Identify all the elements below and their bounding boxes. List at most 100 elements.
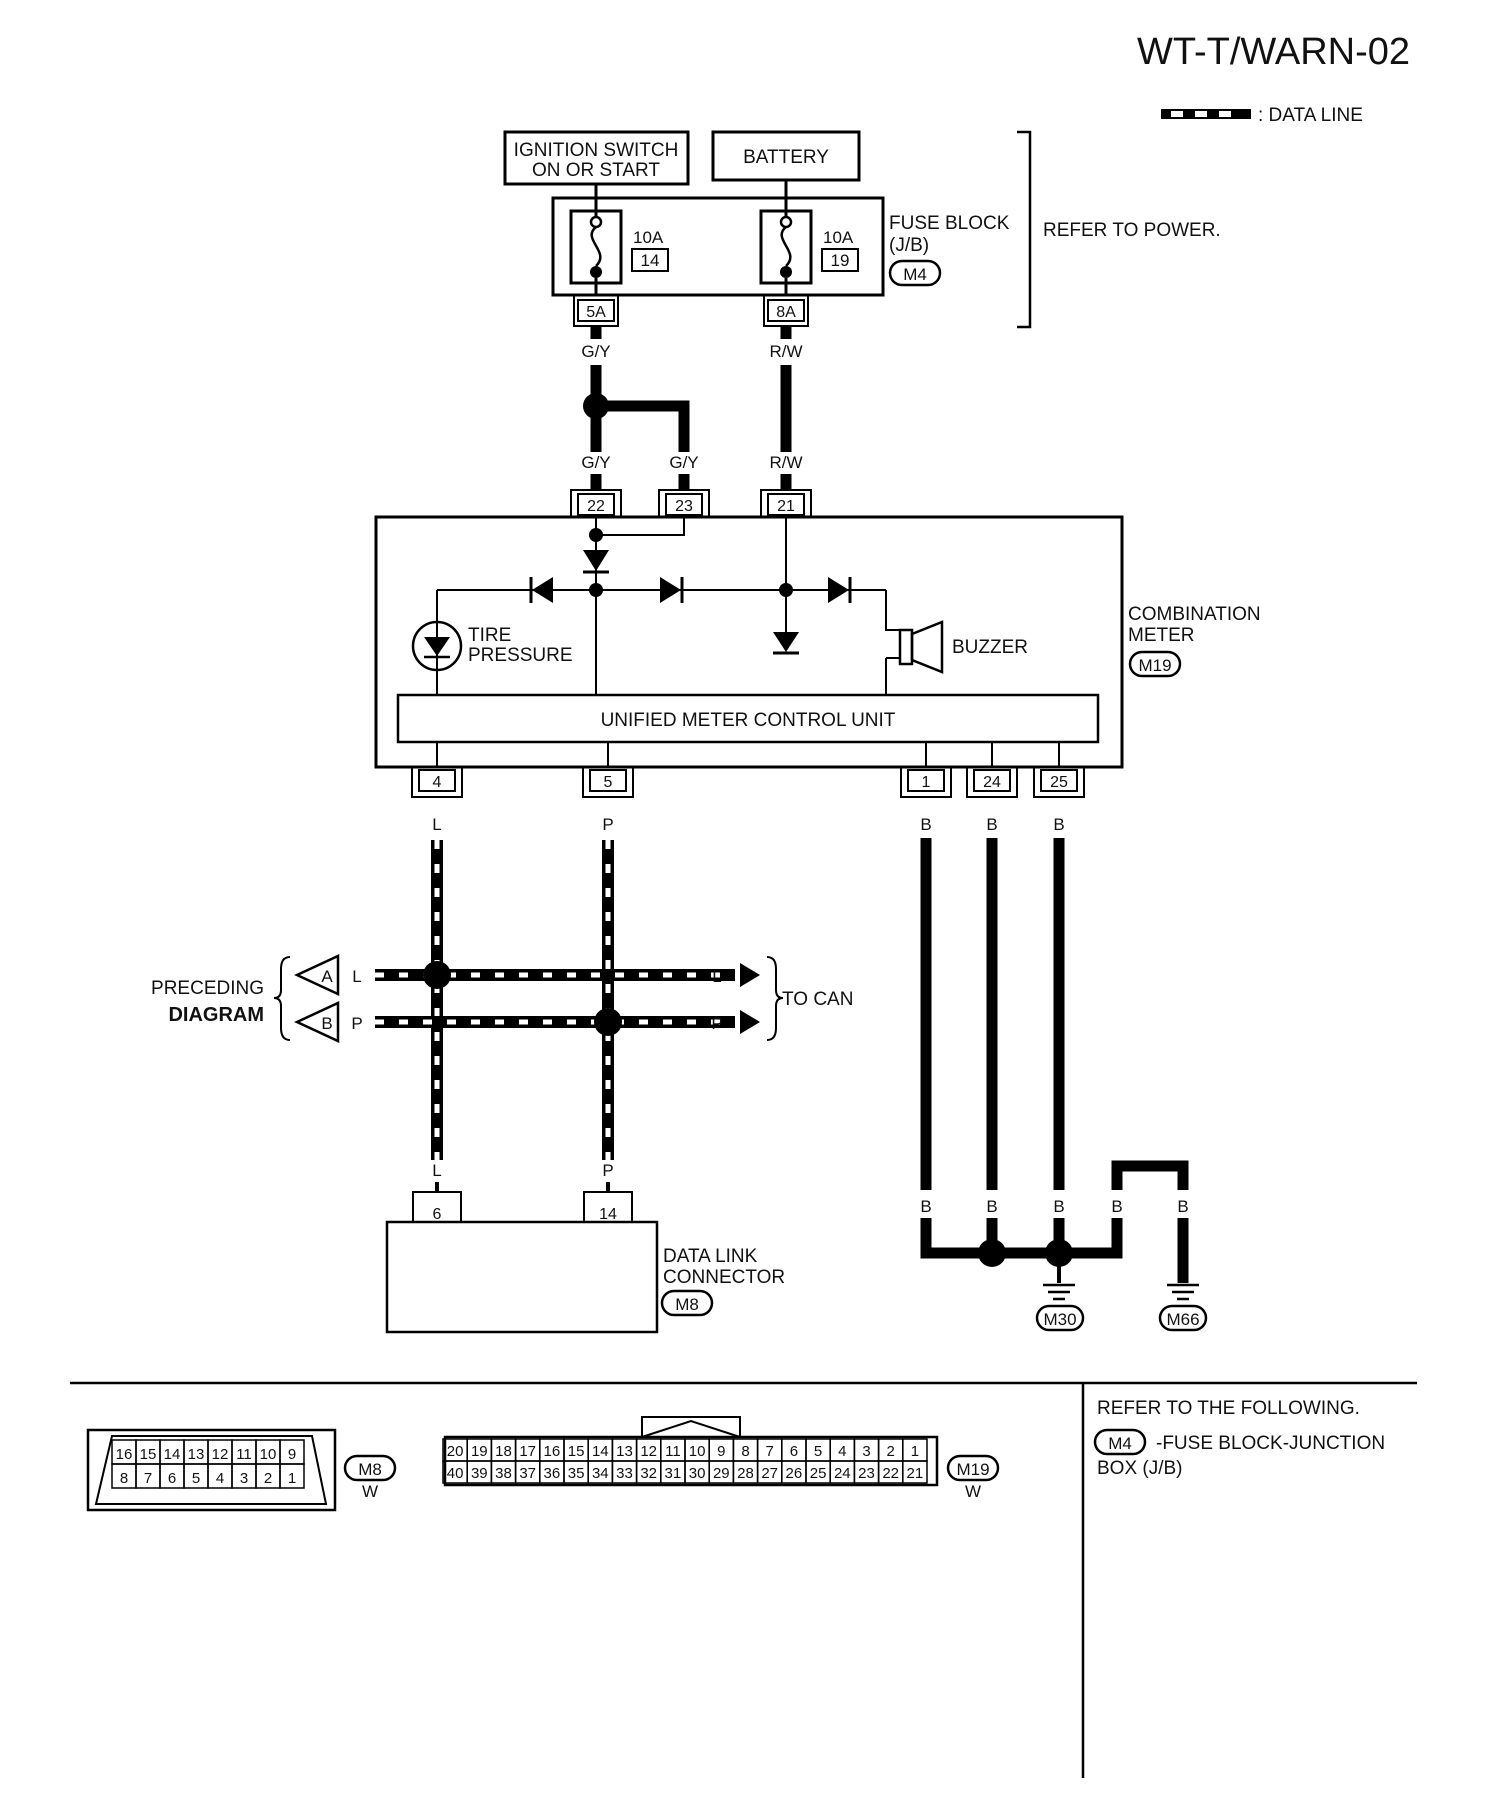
m19-pin-label: 30: [689, 1465, 706, 1482]
m19-pin-label: 18: [495, 1443, 512, 1460]
wire-b-ground-5: B: [1177, 1197, 1188, 1216]
m19-pin-label: 7: [766, 1443, 774, 1460]
m19-pin-label: 28: [737, 1465, 754, 1482]
fuse-14-number: 14: [641, 251, 660, 270]
m19-pin-label: 17: [519, 1443, 536, 1460]
reference-item: -FUSE BLOCK-JUNCTION: [1156, 1433, 1385, 1454]
diode-right: [828, 577, 852, 603]
m19-pin-label: 1: [911, 1443, 919, 1460]
pin-21-label: 21: [777, 498, 795, 515]
terminal-8a-label: 8A: [776, 304, 796, 321]
m8-pin-label: 2: [264, 1470, 272, 1487]
wire-b-ground-3: B: [1053, 1197, 1064, 1216]
m19-pin-label: 23: [858, 1465, 875, 1482]
data-link-connector-box: [385, 1220, 659, 1334]
pin-24-label: 24: [983, 774, 1001, 791]
marker-b-label: B: [321, 1014, 332, 1033]
m19-pin-label: 13: [616, 1443, 633, 1460]
ignition-switch-state: ON OR START: [532, 160, 660, 181]
diode-mid: [660, 577, 684, 603]
wire-gy-pin22: G/Y: [581, 453, 610, 472]
m19-pin-label: 37: [519, 1465, 536, 1482]
to-can-label: TO CAN: [782, 989, 853, 1010]
m19-pin-label: 9: [717, 1443, 725, 1460]
battery-label: BATTERY: [743, 147, 829, 168]
pin-24: [966, 767, 1018, 798]
pin-22-label: 22: [587, 498, 605, 515]
wire-b-pin25: B: [1053, 815, 1064, 834]
m8-pin-label: 7: [144, 1470, 152, 1487]
ground-m66-icon: [1167, 1283, 1199, 1301]
fuse-block-box: [551, 196, 885, 297]
m19-pin-label: 14: [592, 1443, 609, 1460]
preceding-label: PRECEDING: [151, 978, 264, 999]
dlc-pin-6: [412, 1191, 462, 1222]
can-p-right-label: P: [711, 1014, 722, 1033]
wire-p-top: P: [602, 815, 613, 834]
m19-pin-label: 38: [495, 1465, 512, 1482]
m19-pin-label: 11: [665, 1443, 681, 1460]
diode-vertical: [773, 632, 799, 655]
m19-pin-label: 21: [907, 1465, 924, 1482]
m19-pin-label: 35: [568, 1465, 585, 1482]
m19-pin-label: 27: [761, 1465, 778, 1482]
wire-b-pin24: B: [986, 815, 997, 834]
can-l-right-label: L: [712, 967, 721, 986]
can-p-splice: [594, 1008, 622, 1036]
wire-b-ground-2: B: [986, 1197, 997, 1216]
combination-meter-label-2: METER: [1128, 625, 1195, 646]
m8-pin-label: 14: [164, 1446, 181, 1463]
control-unit-label: UNIFIED METER CONTROL UNIT: [601, 710, 896, 731]
preceding-brace: [273, 956, 291, 1041]
dlc-pin-14-label: 14: [599, 1206, 617, 1223]
combination-meter-box: [374, 515, 1124, 769]
m19-pin-label: 16: [544, 1443, 561, 1460]
m19-pin-label: 5: [814, 1443, 822, 1460]
buzzer-label: BUZZER: [952, 637, 1028, 658]
wire-p-bottom: P: [602, 1161, 613, 1180]
ground-m30-label: M30: [1043, 1310, 1076, 1329]
ground-m30-icon: [1043, 1283, 1075, 1301]
m8-pin-label: 13: [188, 1446, 205, 1463]
fuse-14: [569, 198, 623, 295]
pin-4-label: 4: [433, 774, 442, 791]
m19-face-id: M19: [956, 1460, 989, 1479]
ground-m66-label: M66: [1166, 1310, 1199, 1329]
m8-pin-label: 12: [212, 1446, 229, 1463]
refer-bracket: [1017, 130, 1032, 329]
m19-pin-label: 26: [786, 1465, 803, 1482]
can-p-arrow-icon: [740, 1010, 760, 1034]
m19-pin-label: 25: [810, 1465, 827, 1482]
page-code: WT-T/WARN-02: [1137, 31, 1410, 73]
refer-to-power: REFER TO POWER.: [1043, 220, 1221, 241]
m8-cell: [279, 1463, 305, 1489]
fuse-19-number: 19: [831, 251, 850, 270]
m8-face-id: M8: [358, 1460, 382, 1479]
fuse-block-jb: (J/B): [889, 235, 929, 256]
m19-pin-label: 12: [640, 1443, 657, 1460]
m19-pin-label: 36: [544, 1465, 561, 1482]
combination-meter-connector: M19: [1138, 656, 1171, 675]
pin-5: [582, 767, 634, 798]
m19-pin-label: 3: [862, 1443, 870, 1460]
combination-meter-label: COMBINATION: [1128, 604, 1261, 625]
m19-pin-label: 4: [838, 1443, 846, 1460]
tire-pressure-label: TIRE: [468, 625, 511, 646]
m19-pin-label: 2: [887, 1443, 895, 1460]
ground-splice-1: [978, 1239, 1006, 1267]
ground-wires: [920, 838, 1189, 1283]
reference-connector: M4: [1108, 1434, 1132, 1453]
pin-1-label: 1: [922, 774, 931, 791]
buzzer-icon: [886, 620, 944, 674]
can-l-left-label: L: [352, 967, 361, 986]
m8-pin-label: 16: [116, 1446, 133, 1463]
m19-pin-label: 22: [882, 1465, 899, 1482]
m19-face-color: W: [965, 1482, 981, 1501]
pin-5-label: 5: [604, 774, 613, 791]
diode-input: [583, 550, 609, 574]
fuse-block-label: FUSE BLOCK: [889, 213, 1010, 234]
m19-pin-label: 39: [471, 1465, 488, 1482]
